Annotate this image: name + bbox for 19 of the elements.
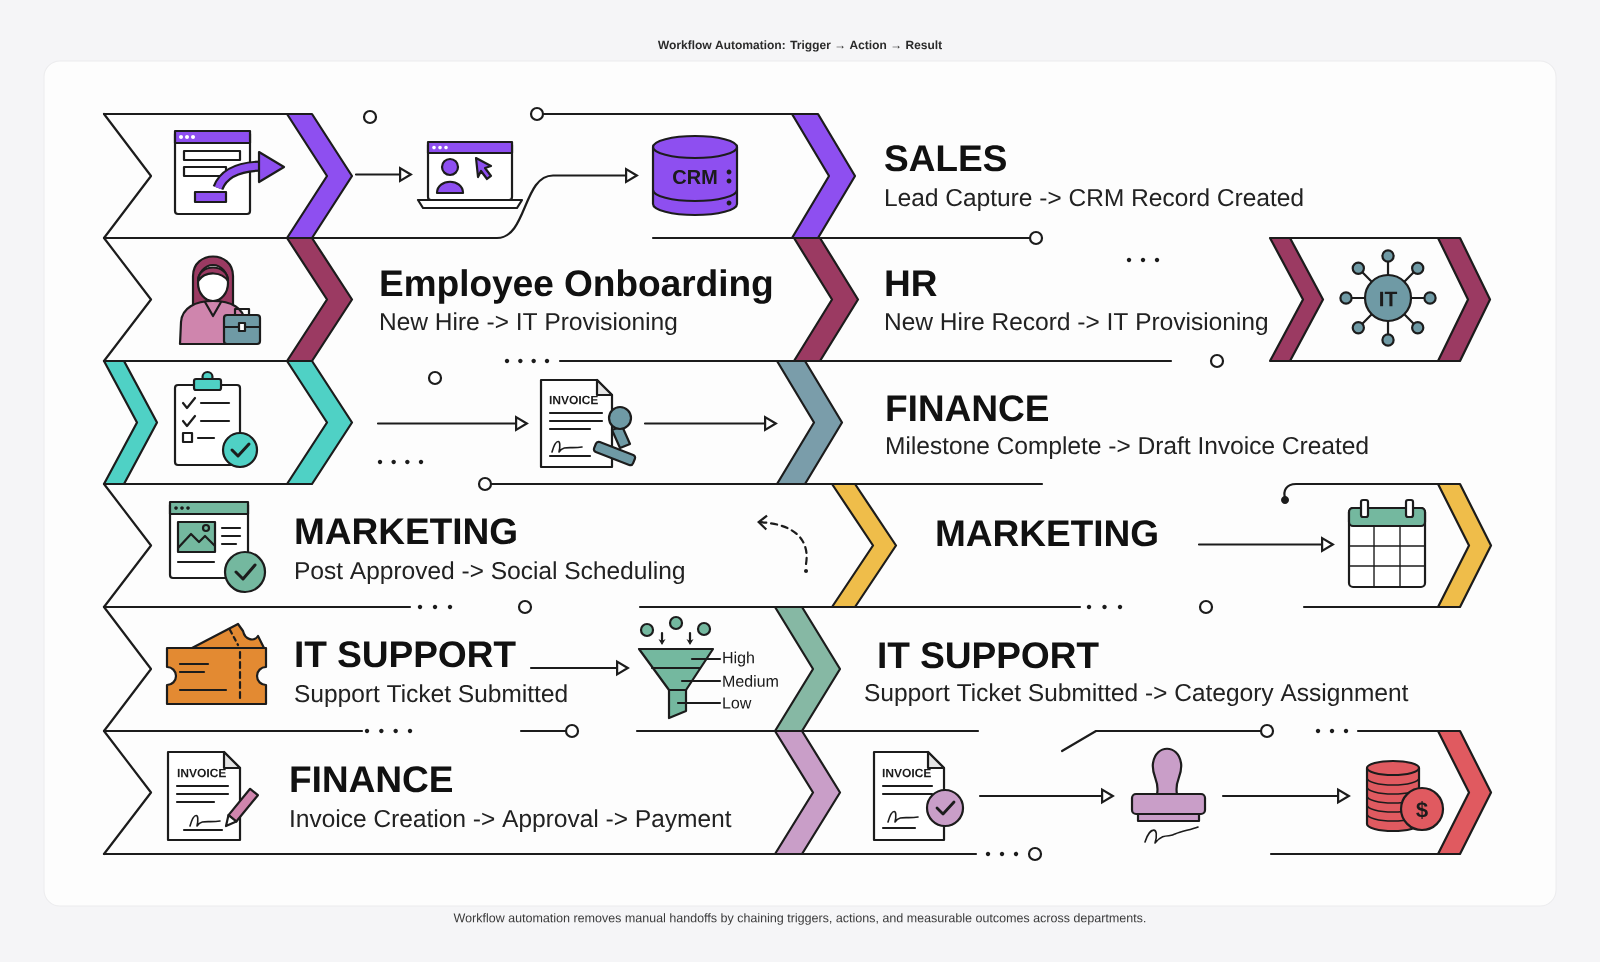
subheading: Lead Capture -> CRM Record Created xyxy=(886,188,1303,212)
subheading: Milestone Complete -> Draft Invoice Created xyxy=(887,436,1368,460)
heading: FINANCE xyxy=(291,766,452,793)
subheading: Support Ticket Submitted xyxy=(295,684,567,708)
heading: IT SUPPORT xyxy=(879,642,1099,669)
caption: Workflow automation removes manual handoffs by chaining triggers, actions, and measurable outcomes across departments. xyxy=(453,913,1146,925)
subheading: Post Approved -> Social Scheduling xyxy=(296,561,684,585)
title: Workflow Automation: Trigger → Action → Result xyxy=(657,40,942,52)
heading: MARKETING xyxy=(296,518,516,545)
heading: FINANCE xyxy=(887,395,1048,422)
subheading: Support Ticket Submitted -> Category Assignment xyxy=(865,683,1409,707)
heading: IT SUPPORT xyxy=(296,641,516,668)
heading: MARKETING xyxy=(937,520,1157,547)
heading: Employee Onboarding xyxy=(381,269,772,304)
subheading: New Hire -> IT Provisioning xyxy=(381,312,677,336)
subheading: Invoice Creation -> Approval -> Payment xyxy=(291,809,732,833)
heading: HR xyxy=(886,270,937,296)
heading: SALES xyxy=(885,145,1006,172)
subheading: New Hire Record -> IT Provisioning xyxy=(886,312,1267,336)
